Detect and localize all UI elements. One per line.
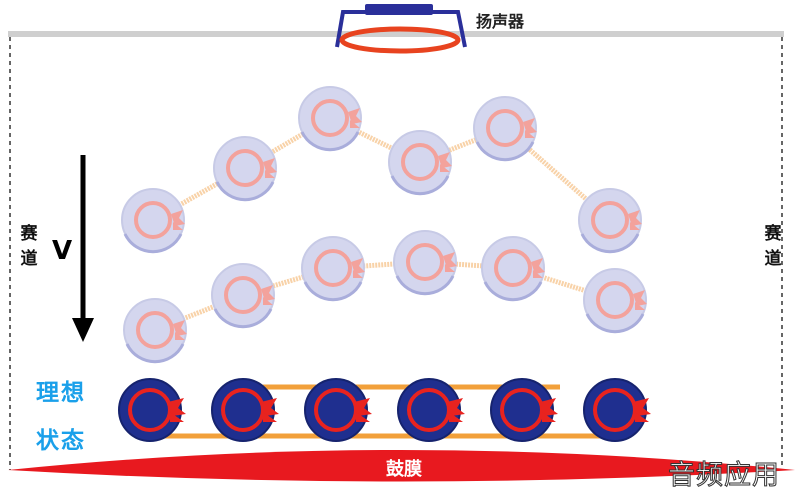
- runner-ideal: [584, 379, 651, 441]
- lane-left-label: 赛 道: [19, 222, 39, 272]
- lane-left-char: 赛: [19, 222, 39, 247]
- runner-faded: [474, 97, 537, 160]
- ideal-state-label-line2: 状态: [36, 421, 86, 455]
- runner-faded: [122, 189, 185, 252]
- runner-faded: [302, 237, 365, 300]
- runner-faded: [394, 231, 457, 294]
- runner-faded: [124, 299, 187, 362]
- runner-faded: [212, 264, 275, 327]
- ideal-state-label-line1: 理想: [36, 373, 86, 407]
- runner-faded: [214, 137, 277, 200]
- lane-left-char: 道: [19, 247, 39, 272]
- watermark-text: 音频应用: [668, 453, 780, 492]
- runner-faded: [389, 131, 452, 194]
- lane-right-label: 赛 道: [763, 222, 783, 272]
- runner-ideal: [119, 379, 186, 441]
- velocity-label: V: [52, 236, 72, 266]
- runner-faded: [579, 189, 642, 252]
- runner-faded: [299, 87, 362, 150]
- lane-right-char: 赛: [763, 222, 783, 247]
- speaker-icon: [337, 4, 465, 51]
- velocity-arrow: [72, 155, 94, 342]
- runner-faded: [482, 237, 545, 300]
- speaker-label: 扬声器: [476, 8, 524, 32]
- runner-faded: [584, 269, 647, 332]
- lane-right-char: 道: [763, 247, 783, 272]
- eardrum-label: 鼓膜: [386, 455, 422, 481]
- top-rail: [8, 31, 784, 37]
